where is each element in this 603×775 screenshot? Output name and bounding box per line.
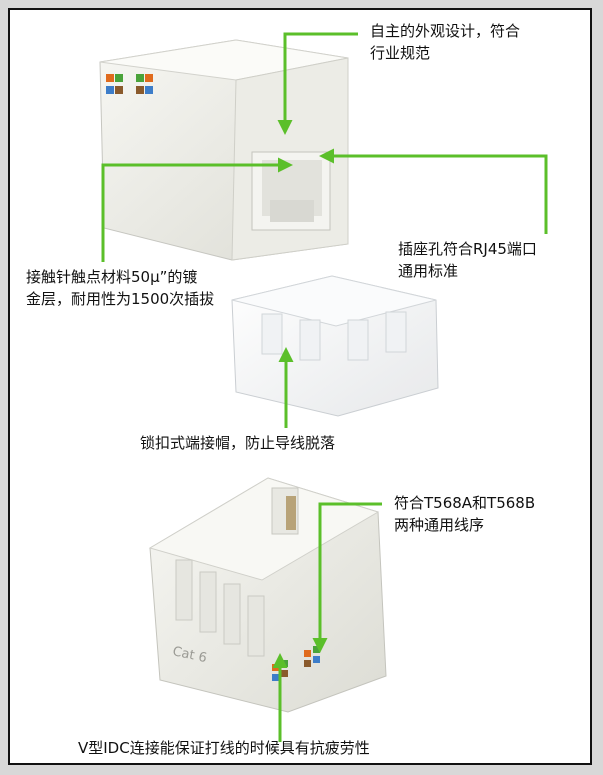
cat6-marking: Cat 6	[171, 644, 208, 666]
keystone-jack-rear	[148, 477, 387, 713]
termination-cap	[231, 275, 439, 417]
wiring-arrow	[312, 502, 382, 653]
callout-contact: 接触针触点材料50μ”的镀 金层，耐用性为1500次插拔	[26, 268, 215, 308]
callout-socket: 插座孔符合RJ45端口 通用标准	[398, 240, 537, 280]
design-arrow	[277, 32, 358, 135]
color-code-labels	[106, 74, 153, 94]
keystone-jack-front	[99, 39, 349, 261]
callout-cap: 锁扣式端接帽，防止导线脱落	[140, 434, 336, 452]
callout-arrows	[101, 32, 548, 742]
contact-arrow	[101, 157, 293, 262]
callout-design: 自主的外观设计，符合 行业规范	[370, 22, 521, 62]
callout-idc: V型IDC连接能保证打线的时候具有抗疲劳性	[78, 739, 370, 757]
callout-wiring: 符合T568A和T568B 两种通用线序	[394, 494, 536, 534]
socket-arrow	[319, 148, 548, 234]
